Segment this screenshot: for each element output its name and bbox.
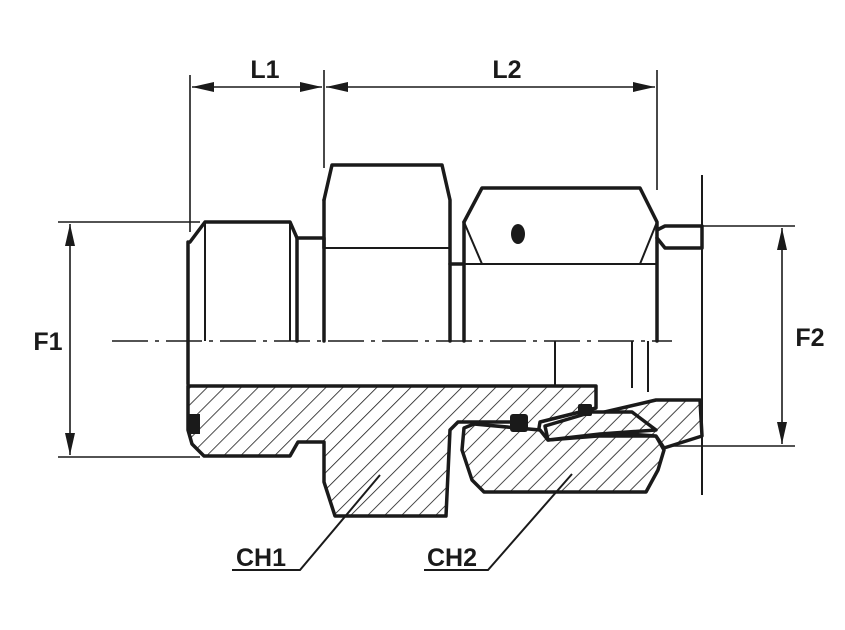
dimension-l1: [192, 82, 322, 92]
dimension-l2: [326, 82, 655, 92]
dimension-f1: [65, 224, 75, 455]
ring-seal: [578, 404, 592, 416]
hex-label-ch1: CH1: [236, 544, 286, 572]
hex-label-ch2: CH2: [427, 544, 477, 572]
stud-seal-ring: [188, 414, 200, 434]
body-section: [186, 384, 598, 518]
nut-marking-dot: [511, 224, 525, 244]
dimension-label-f1: F1: [33, 328, 62, 356]
nut-section: [460, 422, 666, 494]
o-ring-seal: [510, 414, 528, 432]
leader-ch1: [232, 474, 381, 571]
dimension-f2: [777, 228, 787, 444]
dimension-label-l2: L2: [492, 56, 521, 84]
leader-ch2: [424, 473, 573, 571]
dimension-label-l1: L1: [250, 56, 279, 84]
dimension-label-f2: F2: [795, 324, 824, 352]
body-exterior: [186, 163, 704, 386]
